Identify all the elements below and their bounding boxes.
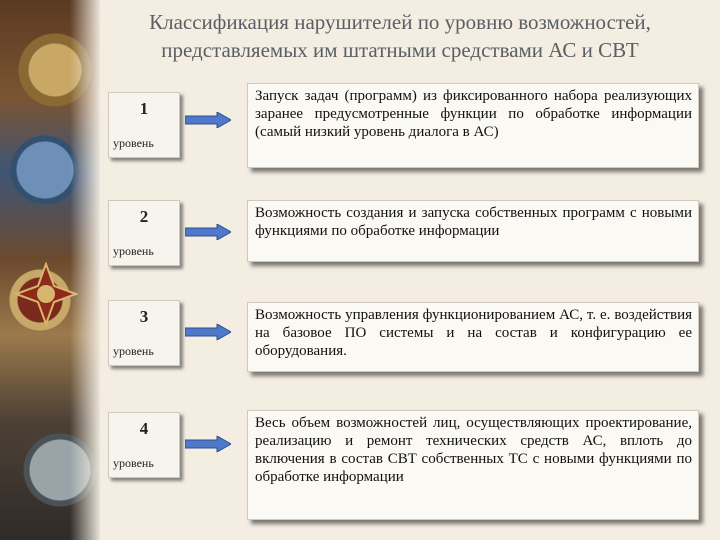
right-arrow-icon bbox=[185, 436, 231, 452]
level-1-box: 1 уровень bbox=[108, 92, 180, 158]
level-4-description: Весь объем возможностей лиц, осуществляю… bbox=[247, 410, 699, 520]
medals-photo bbox=[0, 0, 100, 540]
level-3-box: 3 уровень bbox=[108, 300, 180, 366]
level-1-description: Запуск задач (программ) из фиксированног… bbox=[247, 83, 699, 168]
level-4-box: 4 уровень bbox=[108, 412, 180, 478]
slide-title: Классификация нарушителей по уровню возм… bbox=[149, 10, 651, 62]
right-arrow-icon bbox=[185, 112, 231, 128]
level-label: уровень bbox=[113, 136, 154, 150]
right-arrow-icon bbox=[185, 324, 231, 340]
order-cross-image bbox=[14, 262, 78, 326]
level-number: 3 bbox=[139, 307, 149, 326]
level-3-description: Возможность управления функционированием… bbox=[247, 302, 699, 372]
level-number: 1 bbox=[139, 99, 149, 118]
level-2-box: 2 уровень bbox=[108, 200, 180, 266]
right-arrow-icon bbox=[185, 224, 231, 240]
level-label: уровень bbox=[113, 344, 154, 358]
level-label: уровень bbox=[113, 244, 154, 258]
level-number: 4 bbox=[139, 419, 149, 438]
level-2-description: Возможность создания и запуска собственн… bbox=[247, 200, 699, 262]
level-label: уровень bbox=[113, 456, 154, 470]
level-number: 2 bbox=[139, 207, 149, 226]
